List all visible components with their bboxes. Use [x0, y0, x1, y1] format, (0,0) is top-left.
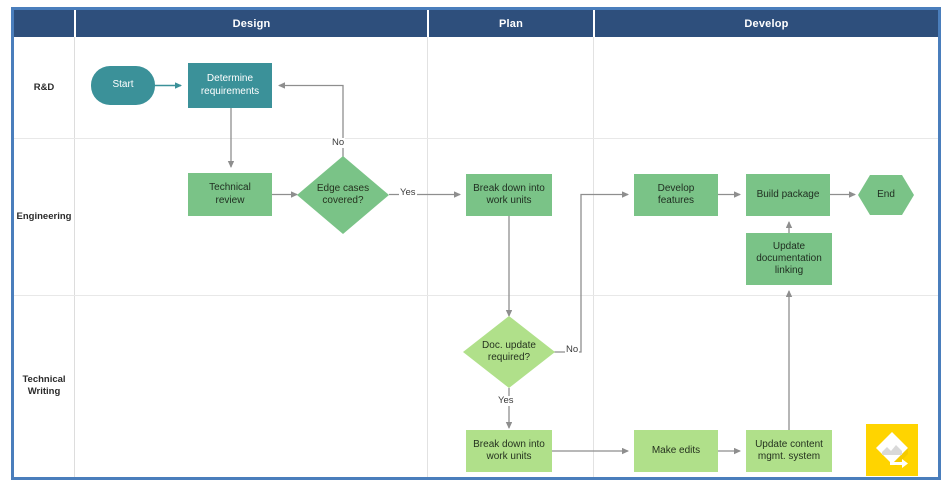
diamond-shape-edge-cases	[297, 156, 389, 234]
phase-header-design[interactable]: Design	[74, 10, 427, 37]
grid-line-plan-develop	[593, 37, 594, 477]
node-break-down-engineering-label: Break down into work units	[473, 183, 545, 207]
node-update-cms-line1: Update content	[755, 438, 823, 450]
smartdraw-logo-mark	[866, 424, 918, 476]
node-doc-update-required[interactable]: Doc. update required?	[463, 316, 555, 388]
lane-label-tw-line1: Technical	[22, 374, 66, 386]
node-update-cms-line2: mgmt. system	[757, 451, 821, 462]
node-build-package-label: Build package	[756, 188, 820, 200]
node-determine-requirements-line1: Determine	[206, 73, 254, 85]
grid-line-lane-column	[74, 37, 75, 477]
node-develop-features[interactable]: Develop features	[634, 174, 718, 216]
edge-label-edge-cases-no: No	[331, 137, 346, 148]
node-update-cms-label: Update content mgmt. system	[755, 439, 823, 463]
node-update-documentation-linking[interactable]: Update documentation linking	[746, 233, 832, 285]
node-edge-cases-line2: covered?	[322, 195, 364, 206]
phase-header-plan[interactable]: Plan	[427, 10, 593, 37]
grid-line-design-plan	[427, 37, 428, 477]
node-technical-review-label: Technical review	[209, 182, 251, 206]
edge-label-doc-update-no: No	[565, 344, 580, 355]
node-doc-update-line2: required?	[487, 352, 531, 363]
node-break-down-work-units-engineering[interactable]: Break down into work units	[466, 174, 552, 216]
smartdraw-logo[interactable]	[866, 424, 918, 476]
lane-label-technical-writing-text: Technical Writing	[22, 374, 65, 398]
node-develop-features-label: Develop features	[658, 183, 695, 207]
node-update-doc-line1: Update	[772, 240, 806, 252]
node-update-doc-line2: documentation	[756, 252, 822, 264]
node-technical-review[interactable]: Technical review	[188, 173, 272, 216]
node-make-edits[interactable]: Make edits	[634, 430, 718, 472]
phase-header-develop-label: Develop	[744, 17, 789, 30]
phase-header-design-label: Design	[232, 17, 271, 30]
edge-label-doc-update-yes: Yes	[497, 395, 515, 406]
node-edge-cases-covered-label: Edge cases covered?	[317, 183, 369, 207]
phase-header-plan-label: Plan	[498, 17, 524, 30]
node-develop-features-line1: Develop	[657, 182, 695, 194]
lane-label-technical-writing[interactable]: Technical Writing	[14, 295, 74, 477]
node-end-label: End	[877, 188, 895, 200]
node-update-doc-line3: linking	[774, 265, 804, 277]
node-start-label: Start	[112, 79, 134, 91]
grid-line-rd-engineering	[14, 138, 938, 139]
node-start[interactable]: Start	[91, 66, 155, 105]
node-break-down-eng-line1: Break down into	[473, 182, 545, 194]
node-break-down-tw-label: Break down into work units	[473, 439, 545, 463]
node-end[interactable]: End	[858, 175, 914, 215]
node-determine-requirements-label: Determine requirements	[201, 73, 259, 97]
hexagon-shape-end	[858, 175, 914, 215]
node-make-edits-label: Make edits	[651, 444, 701, 456]
lane-label-rd-text: R&D	[33, 81, 55, 93]
node-build-package[interactable]: Build package	[746, 174, 830, 216]
lane-label-rd[interactable]: R&D	[14, 37, 74, 138]
node-break-down-tw-line1: Break down into	[473, 438, 545, 450]
lane-label-engineering-text: Engineering	[16, 210, 72, 222]
node-determine-requirements[interactable]: Determine requirements	[188, 63, 272, 108]
node-edge-cases-line1: Edge cases	[316, 182, 370, 194]
lane-label-engineering[interactable]: Engineering	[14, 138, 74, 295]
node-technical-review-line2: review	[215, 194, 245, 206]
lane-label-tw-line2: Writing	[27, 386, 61, 397]
node-break-down-eng-line2: work units	[486, 195, 532, 206]
node-determine-requirements-line2: requirements	[200, 85, 260, 97]
node-break-down-tw-line2: work units	[486, 451, 532, 462]
grid-line-engineering-techwriting	[14, 295, 938, 296]
phase-header-develop[interactable]: Develop	[593, 10, 938, 37]
node-doc-update-line1: Doc. update	[482, 339, 536, 351]
diamond-shape-doc-update	[463, 316, 555, 388]
node-doc-update-required-label: Doc. update required?	[482, 340, 536, 364]
node-update-content-mgmt-system[interactable]: Update content mgmt. system	[746, 430, 832, 472]
edge-label-edge-cases-yes: Yes	[399, 187, 417, 198]
node-break-down-work-units-technical-writing[interactable]: Break down into work units	[466, 430, 552, 472]
node-develop-features-line2: features	[657, 195, 695, 206]
node-update-documentation-linking-label: Update documentation linking	[756, 241, 822, 278]
node-edge-cases-covered[interactable]: Edge cases covered?	[297, 156, 389, 234]
node-technical-review-line1: Technical	[209, 182, 251, 194]
